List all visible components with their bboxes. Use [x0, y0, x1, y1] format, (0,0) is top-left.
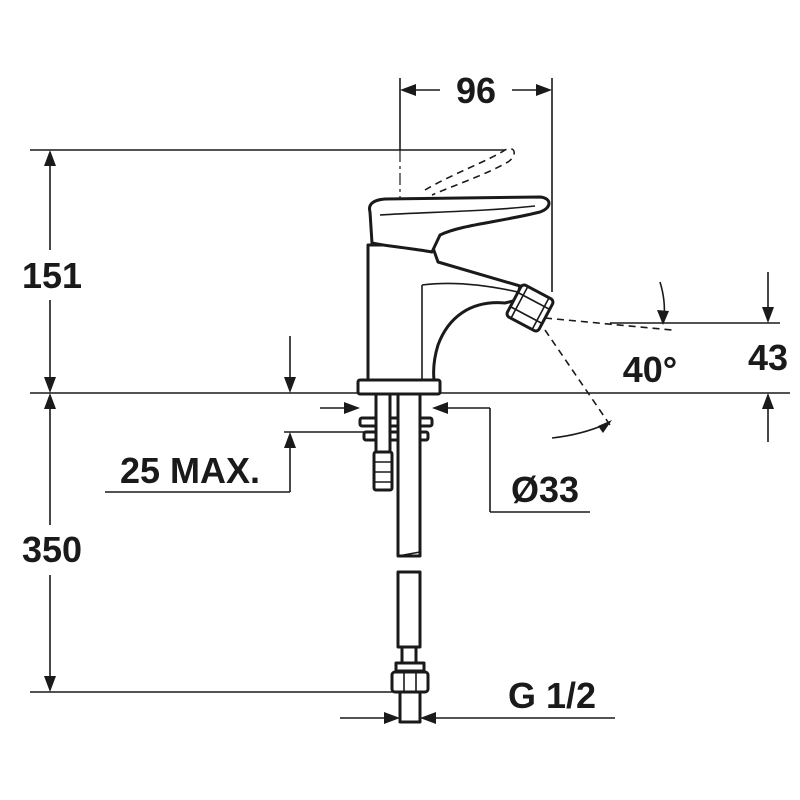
dimension-350: 350 [22, 393, 82, 692]
body-and-spout [366, 243, 522, 382]
under-deck-fixings [358, 392, 434, 724]
hose-break-top [397, 551, 421, 557]
tap-body [356, 147, 551, 396]
lever-handle [368, 195, 551, 254]
dimension-thread-label: G 1/2 [508, 675, 596, 716]
base-flange [356, 378, 442, 396]
dimension-diameter-33: Ø33 [320, 402, 590, 513]
dimension-151: 151 [22, 150, 82, 393]
dimension-96-label: 96 [456, 70, 496, 111]
dimension-43-label: 43 [748, 337, 788, 378]
stud-nut [372, 450, 394, 492]
dimension-151-label: 151 [22, 255, 82, 296]
lever-raised-outline [424, 147, 515, 196]
dimension-350-label: 350 [22, 529, 82, 570]
dimension-thread: G 1/2 [340, 675, 615, 724]
dimension-25-max: 25 MAX. [105, 336, 372, 493]
hose-ferrule [400, 645, 418, 665]
hose-hex-nut [390, 670, 430, 694]
lever-highlight [379, 205, 536, 216]
spout-inner-contour [421, 282, 519, 293]
dimension-diameter-33-label: Ø33 [511, 469, 579, 510]
threaded-stud [374, 392, 392, 454]
swivel-aerator [505, 283, 555, 333]
dimension-96: 96 [400, 70, 552, 111]
aerator-nozzle [505, 283, 555, 333]
hose-collar [394, 661, 426, 673]
dimension-angle: 40° [551, 281, 677, 439]
dimension-angle-label: 40° [623, 349, 677, 390]
flexible-hose-upper [396, 392, 422, 558]
flexible-hose-lower [396, 570, 422, 649]
dimension-43: 43 [748, 272, 788, 442]
aerator-swing-lines [544, 317, 673, 426]
dimension-25-max-label: 25 MAX. [120, 450, 260, 491]
hose-thread-end [398, 690, 422, 724]
